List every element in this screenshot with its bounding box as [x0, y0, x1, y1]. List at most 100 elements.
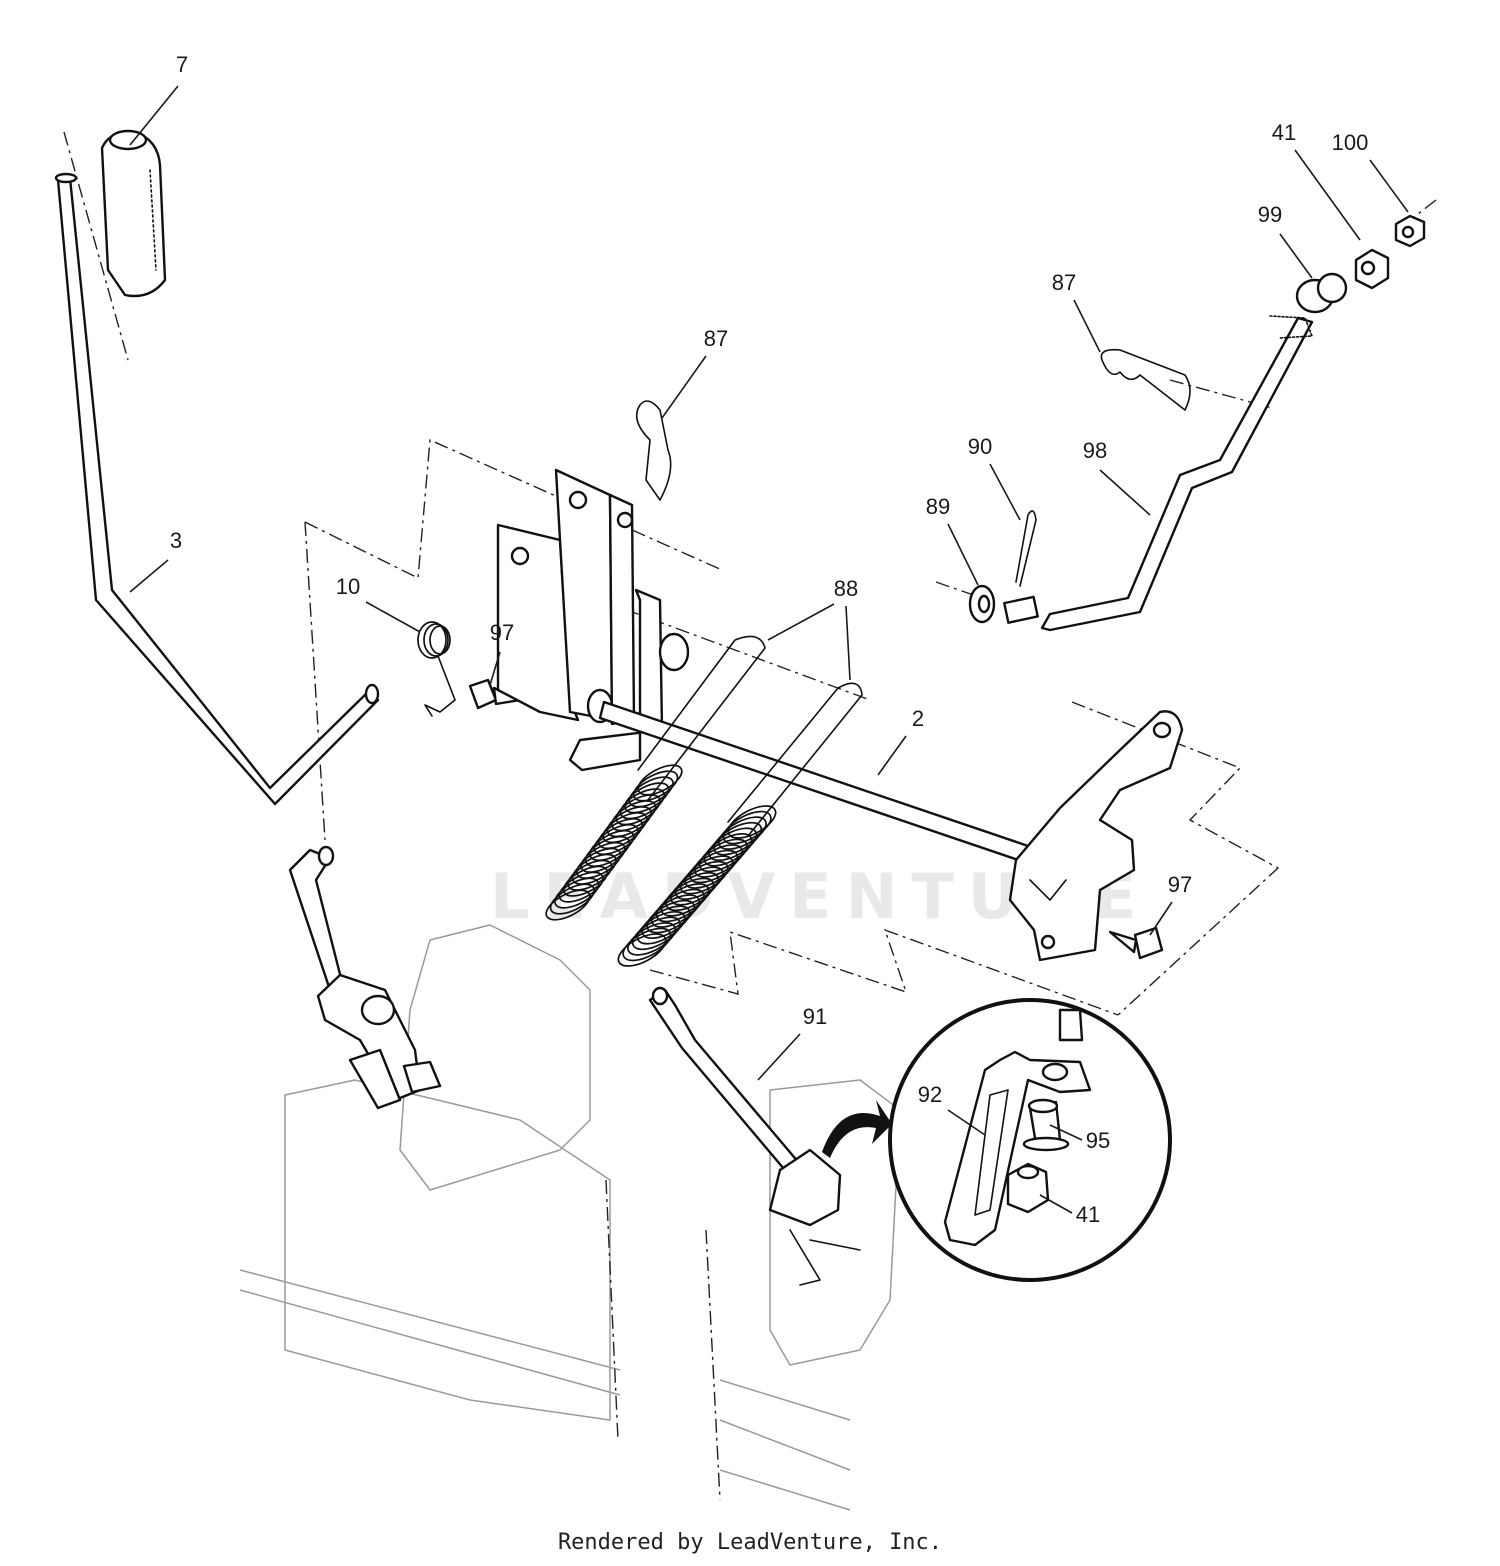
spring-coil — [576, 847, 622, 879]
center-bracket — [496, 468, 690, 772]
spring-coil — [571, 853, 617, 885]
callout-label-c100: 100 — [1332, 130, 1369, 155]
spring-coil — [637, 764, 683, 796]
callout-leader-c95 — [1049, 1124, 1083, 1141]
callout-leader-c90 — [989, 463, 1021, 521]
callout-label-c91: 91 — [803, 1004, 827, 1029]
spring-coil — [619, 788, 666, 820]
spring-coil — [684, 855, 734, 889]
callout-leader-c41a — [1294, 149, 1361, 241]
callout-label-c98: 98 — [1083, 438, 1107, 463]
spring-coil — [631, 916, 681, 951]
spring-coil — [689, 849, 739, 884]
part-89-washer — [968, 584, 996, 624]
spring-coil — [694, 844, 743, 878]
spring-coil — [627, 922, 677, 956]
right-lift-bracket — [1008, 710, 1184, 962]
part-10-torsion-spring — [417, 621, 456, 717]
spring-coil — [717, 816, 767, 850]
spring-coil — [679, 860, 729, 895]
spring-coil — [558, 871, 604, 903]
spring-coil — [708, 827, 758, 862]
part-7-grip — [100, 129, 167, 298]
callout-label-c3: 3 — [170, 528, 182, 553]
callout-leader-c100 — [1369, 159, 1409, 213]
callout-leader-c98 — [1099, 469, 1151, 516]
spring-coil — [641, 905, 691, 940]
spring-coil — [727, 805, 777, 839]
callout-label-c99: 99 — [1258, 202, 1282, 227]
callout-leader-c3 — [129, 559, 169, 593]
part-99-bushing — [1295, 272, 1348, 314]
callout-leader-c88 — [767, 603, 835, 641]
spring-coil — [713, 821, 763, 856]
part-87-hair-pin-left — [635, 400, 672, 501]
part-98-rod — [1040, 315, 1314, 632]
callout-label-c97b: 97 — [1168, 872, 1192, 897]
part-91-right-link — [648, 986, 861, 1286]
callout-leader-c7 — [129, 85, 179, 146]
spring-coil — [646, 899, 696, 934]
callout-label-c95: 95 — [1086, 1128, 1110, 1153]
spring-coil — [670, 871, 720, 906]
callout-leader-c87a — [661, 355, 707, 419]
callout-leader-c97b — [1149, 901, 1173, 936]
callout-leader-c91 — [757, 1033, 801, 1081]
callout-leader-c10 — [365, 601, 421, 633]
callout-label-c92: 92 — [918, 1082, 942, 1107]
spring-coil — [567, 859, 613, 891]
spring-coil — [703, 832, 753, 867]
callout-leader-c41b — [1039, 1194, 1073, 1214]
spring-coil — [611, 800, 657, 832]
spring-coil — [636, 910, 686, 945]
callout-leader-c89 — [947, 523, 979, 586]
spring-coil — [624, 782, 670, 814]
callout-label-c87b: 87 — [1052, 270, 1076, 295]
part-88-springs — [545, 635, 863, 967]
spring-coil — [593, 823, 639, 856]
spring-coil — [580, 841, 626, 873]
callout-label-c41a: 41 — [1272, 120, 1296, 145]
spring-coil — [617, 933, 667, 967]
part-3-lift-lever — [54, 172, 380, 806]
part-41-nut-top — [1354, 248, 1390, 290]
callout-label-c88: 88 — [834, 576, 858, 601]
detail-inset — [888, 998, 1172, 1282]
part-97-bolt-right — [1108, 926, 1164, 960]
spring-coil — [655, 888, 705, 923]
spring-coil — [622, 927, 672, 962]
spring-coil — [651, 894, 700, 928]
spring-coil — [660, 883, 710, 917]
part-87-hair-pin-right — [1100, 348, 1191, 411]
callout-leader-c92 — [947, 1109, 986, 1136]
callout-leader-c87b — [1073, 299, 1101, 353]
spring-coil — [545, 889, 591, 921]
callout-label-c41b: 41 — [1076, 1202, 1100, 1227]
callout-label-c90: 90 — [968, 434, 992, 459]
spring-coil — [665, 877, 715, 912]
callout-leader-c88b — [845, 605, 851, 681]
spring-coil — [698, 838, 748, 873]
callout-leader-c97a — [489, 651, 501, 686]
spring-coil — [628, 776, 674, 808]
spring-coil — [674, 866, 724, 901]
callout-leader-c2 — [877, 735, 907, 776]
spring-coil — [562, 865, 609, 897]
spring-coil — [722, 810, 772, 845]
callout-leader-c99 — [1279, 233, 1313, 279]
spring-coil — [589, 829, 635, 862]
callout-label-c2: 2 — [912, 706, 924, 731]
callout-label-c7: 7 — [176, 52, 188, 77]
spring-coil — [615, 794, 661, 826]
spring-coil — [549, 883, 596, 915]
part-90-cotter-pin — [1003, 510, 1039, 624]
spring-coil — [632, 770, 679, 802]
callout-label-c97a: 97 — [490, 620, 514, 645]
spring-coil — [606, 806, 652, 838]
left-lower-linkage — [288, 845, 442, 1110]
spring-coil — [597, 817, 644, 850]
spring-coil — [584, 835, 631, 868]
spring-coil — [554, 877, 600, 909]
callout-label-c89: 89 — [926, 494, 950, 519]
